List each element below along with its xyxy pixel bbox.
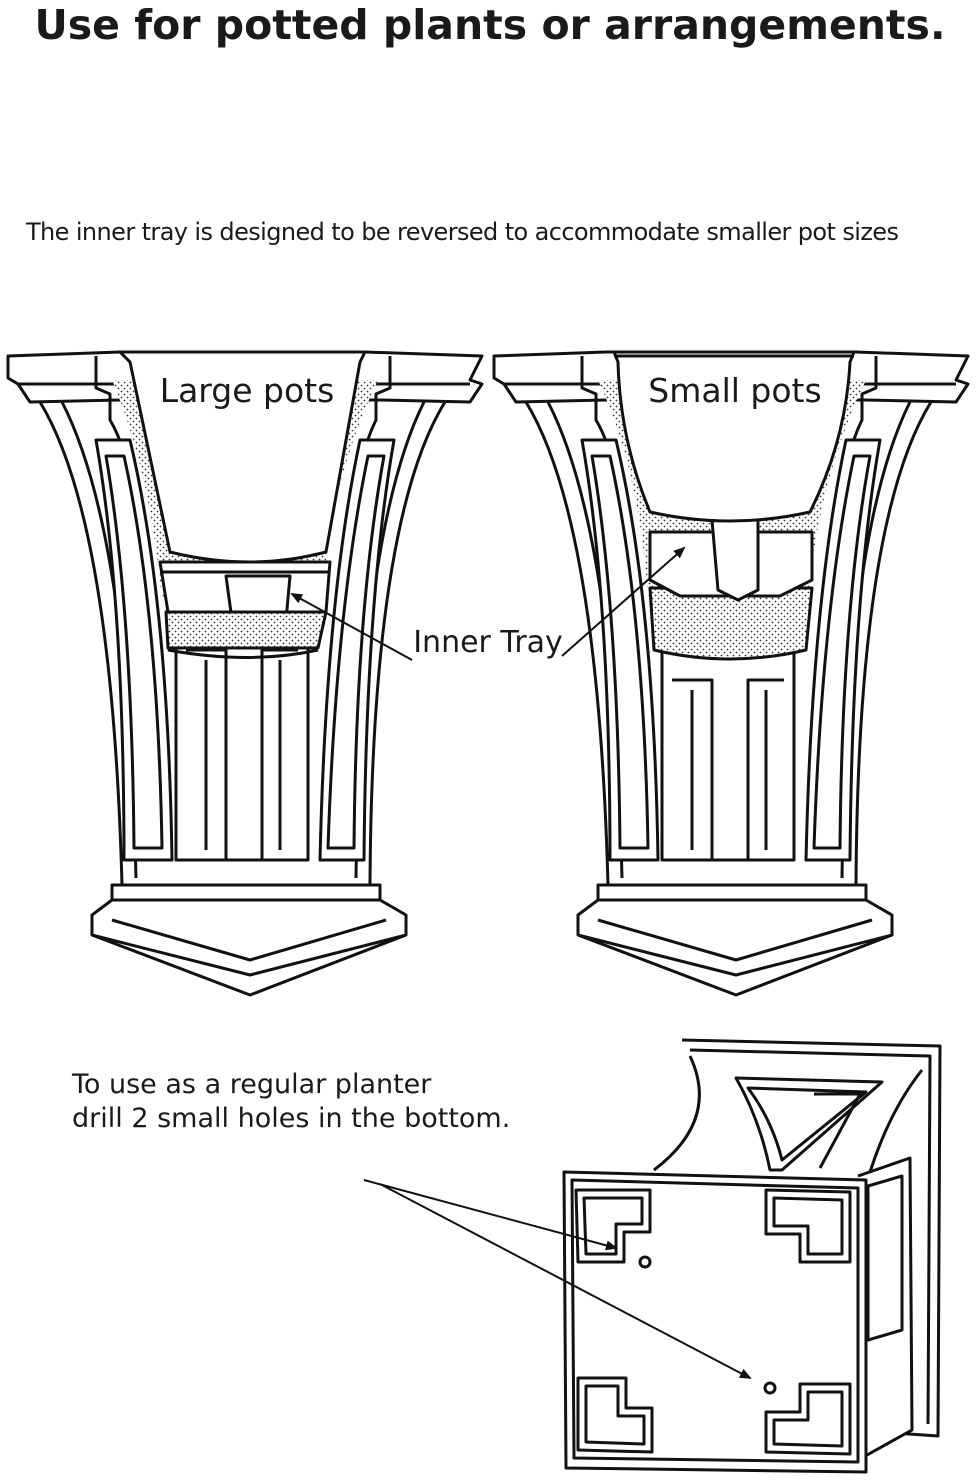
- large-pots-label: Large pots: [160, 371, 335, 410]
- small-pots-label: Small pots: [648, 371, 821, 410]
- drill-instructions-line-2: drill 2 small holes in the bottom.: [72, 1103, 511, 1134]
- drill-instructions: To use as a regular planter drill 2 smal…: [72, 1068, 552, 1136]
- drill-hole-arrow-2: [379, 1183, 752, 1379]
- subheading: The inner tray is designed to be reverse…: [26, 218, 899, 246]
- planter-small-pot-illustration: [492, 350, 970, 997]
- planter-large-pot-illustration: [6, 350, 484, 997]
- inner-tray-arrow-left: [290, 593, 413, 661]
- page-title: Use for potted plants or arrangements.: [34, 1, 946, 49]
- inner-tray-label: Inner Tray: [413, 625, 563, 660]
- planter-bottom-view-illustration: [562, 1038, 942, 1474]
- drill-instructions-line-1: To use as a regular planter: [72, 1069, 432, 1100]
- drill-hole-arrow-1: [363, 1179, 618, 1251]
- inner-tray-arrow-right: [561, 546, 686, 657]
